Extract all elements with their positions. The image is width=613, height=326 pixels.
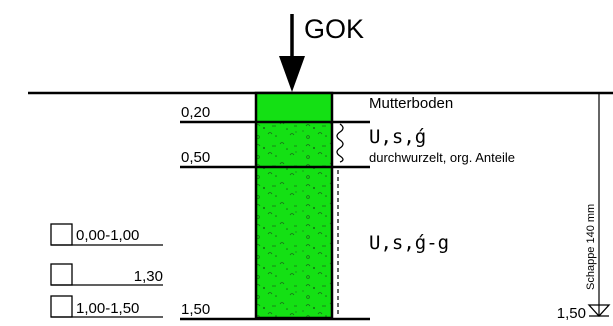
layer-silt-sand-gravel: [256, 122, 332, 318]
scale-label: Schappe 140 mm: [585, 204, 597, 290]
depth-label-2: 0,50: [181, 149, 210, 166]
layer-topsoil: [256, 93, 332, 122]
layer-1-description: Mutterboden: [369, 95, 453, 112]
sample-label-1: 0,00-1,00: [76, 227, 139, 244]
layer-2-description: durchwurzelt, org. Anteile: [369, 150, 515, 165]
root-symbol-icon: [336, 123, 344, 163]
depth-label-1: 0,20: [181, 104, 210, 121]
end-depth-label: 1,50: [557, 305, 586, 322]
gok-arrow-icon: [279, 56, 305, 92]
layer-3-soil-code: U,s,ǵ-g: [369, 232, 449, 254]
depth-label-3: 1,50: [181, 301, 210, 318]
sample-box-1: [50, 223, 73, 246]
end-depth-triangle-icon: [587, 304, 611, 317]
sample-box-2: [50, 263, 73, 286]
gok-label: GOK: [304, 14, 364, 44]
sample-box-3: [50, 295, 73, 318]
sample-label-3: 1,00-1,50: [76, 300, 139, 317]
sample-label-2: 1,30: [134, 268, 163, 285]
layer-2-soil-code: U,s,ǵ: [369, 126, 426, 148]
